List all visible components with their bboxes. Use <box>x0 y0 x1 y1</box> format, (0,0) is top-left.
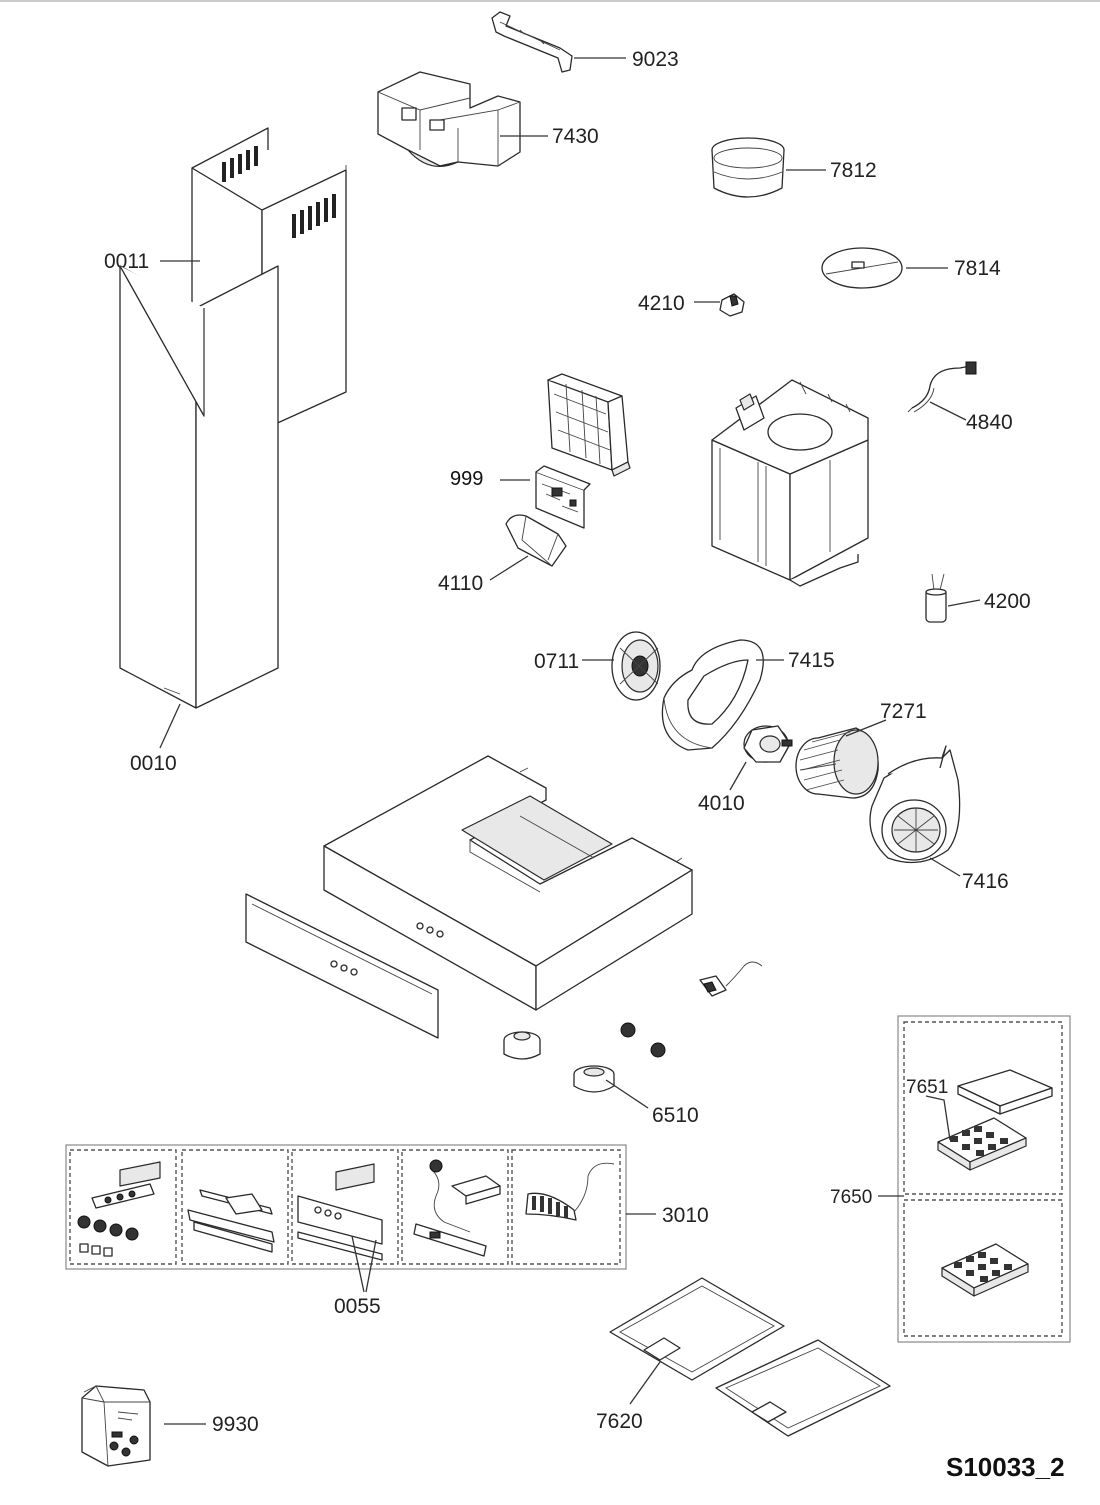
callout-4200: 4200 <box>984 590 1031 613</box>
callout-7651: 7651 <box>906 1077 948 1098</box>
callout-0011: 0011 <box>104 250 149 273</box>
part-3010-controls-box <box>65 1144 627 1270</box>
part-7271-impeller <box>795 727 879 799</box>
callout-7650: 7650 <box>830 1187 872 1208</box>
part-4200-capacitor <box>925 573 947 623</box>
callout-0055: 0055 <box>334 1295 381 1318</box>
callout-0711: 0711 <box>534 650 579 673</box>
callout-999: 999 <box>450 468 483 490</box>
part-7416-fan-housing <box>869 745 961 864</box>
part-4110-cover <box>505 514 567 567</box>
callout-4110: 4110 <box>438 572 483 595</box>
part-6510-lamp <box>573 1065 615 1093</box>
callout-7814: 7814 <box>954 257 1001 280</box>
callout-0010: 0010 <box>130 752 177 775</box>
part-hood-body <box>323 755 693 1011</box>
part-4210-switch <box>719 293 745 317</box>
part-9930-hardware-bag <box>81 1385 151 1467</box>
part-4010-motor <box>743 725 793 763</box>
callout-6510: 6510 <box>652 1104 699 1127</box>
callout-9930: 9930 <box>212 1413 259 1436</box>
part-0010-lower-chimney <box>119 265 279 709</box>
callout-4010: 4010 <box>698 792 745 815</box>
callout-4210: 4210 <box>638 292 685 315</box>
callout-4840: 4840 <box>966 411 1013 434</box>
part-7430-outlet <box>377 71 521 168</box>
callout-7416: 7416 <box>962 870 1009 893</box>
callout-7415: 7415 <box>788 649 835 672</box>
part-filter-grid <box>547 373 631 477</box>
part-999-pcb <box>535 465 591 529</box>
part-front-panel <box>245 893 439 1039</box>
drawing-id: S10033_2 <box>946 1452 1065 1482</box>
part-knobs <box>503 1022 666 1060</box>
part-7814-disc <box>821 247 903 289</box>
callout-7430: 7430 <box>552 125 599 148</box>
part-7650-carbon-filter-box <box>897 1015 1071 1343</box>
part-7620-grease-filters <box>609 1277 891 1437</box>
callout-7271: 7271 <box>880 700 927 723</box>
callout-7620: 7620 <box>596 1410 643 1433</box>
part-lamp-cable <box>699 961 763 997</box>
part-4840-cable <box>907 361 977 413</box>
callout-9023: 9023 <box>632 48 679 71</box>
part-0711-plate <box>611 631 661 701</box>
part-motor-housing <box>711 379 869 587</box>
callout-3010: 3010 <box>662 1204 709 1227</box>
part-7812-ring <box>711 137 785 198</box>
callout-7812: 7812 <box>830 159 877 182</box>
part-7415-housing <box>661 639 764 751</box>
part-9023-bracket <box>491 11 573 73</box>
